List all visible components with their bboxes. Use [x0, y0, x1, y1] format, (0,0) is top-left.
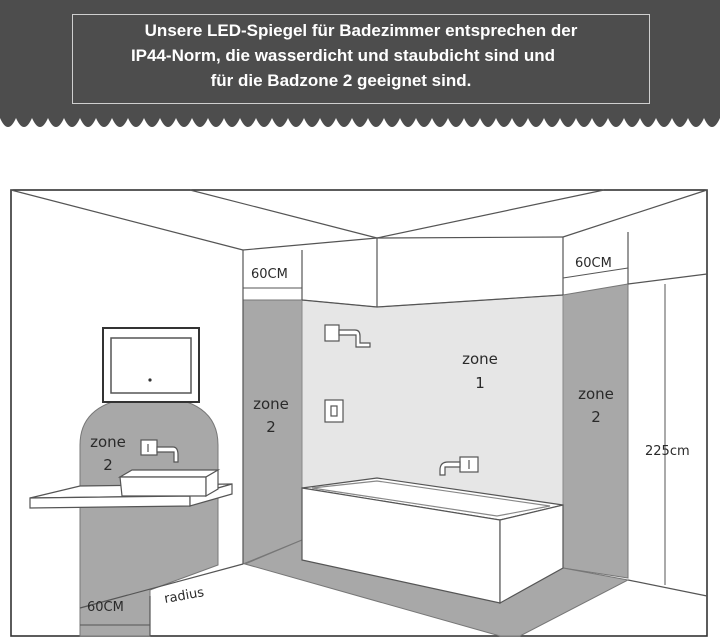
banner-line-3: für die Badzone 2 geeignet sind. — [210, 71, 472, 90]
label-radius: radius — [163, 585, 205, 607]
label-width-basin: 60CM — [87, 600, 124, 615]
dimension-lines — [80, 267, 666, 626]
label-zone2-basin-number: 2 — [103, 456, 113, 474]
diagram-frame — [10, 189, 708, 637]
mirror-touch-sensor — [148, 378, 152, 382]
label-zone2-wall-number: 2 — [266, 418, 276, 436]
label-width-left-wall: 60CM — [251, 267, 288, 282]
shower-head — [324, 324, 371, 348]
label-height: 225cm — [645, 444, 690, 459]
label-zone2-basin-title: zone — [90, 433, 126, 451]
banner-line-1: Unsere LED-Spiegel für Badezimmer entspr… — [144, 21, 578, 40]
wall-switch — [324, 399, 344, 423]
label-zone2-right-number: 2 — [591, 408, 601, 426]
label-zone2-wall-title: zone — [253, 395, 289, 413]
bath-faucet — [439, 456, 479, 476]
zone2-right-wall — [562, 283, 629, 579]
banner-text: Unsere LED-Spiegel für Badezimmer entspr… — [72, 18, 650, 93]
label-width-right-wall: 60CM — [575, 256, 612, 271]
banner-background — [0, 0, 720, 127]
bathtub — [301, 477, 564, 605]
banner-frame — [72, 14, 650, 104]
wash-basin — [117, 468, 221, 498]
room-outline — [10, 189, 708, 636]
header-banner: Unsere LED-Spiegel für Badezimmer entspr… — [0, 0, 720, 140]
basin-faucet — [140, 439, 179, 463]
led-mirror — [102, 327, 200, 403]
label-zone2-right-title: zone — [578, 385, 614, 403]
banner-line-2: IP44-Norm, die wasserdicht und staubdich… — [130, 46, 556, 65]
label-zone1-number: 1 — [475, 374, 485, 392]
label-zone1-title: zone — [462, 350, 498, 368]
banner-wavy-edge — [0, 0, 720, 127]
